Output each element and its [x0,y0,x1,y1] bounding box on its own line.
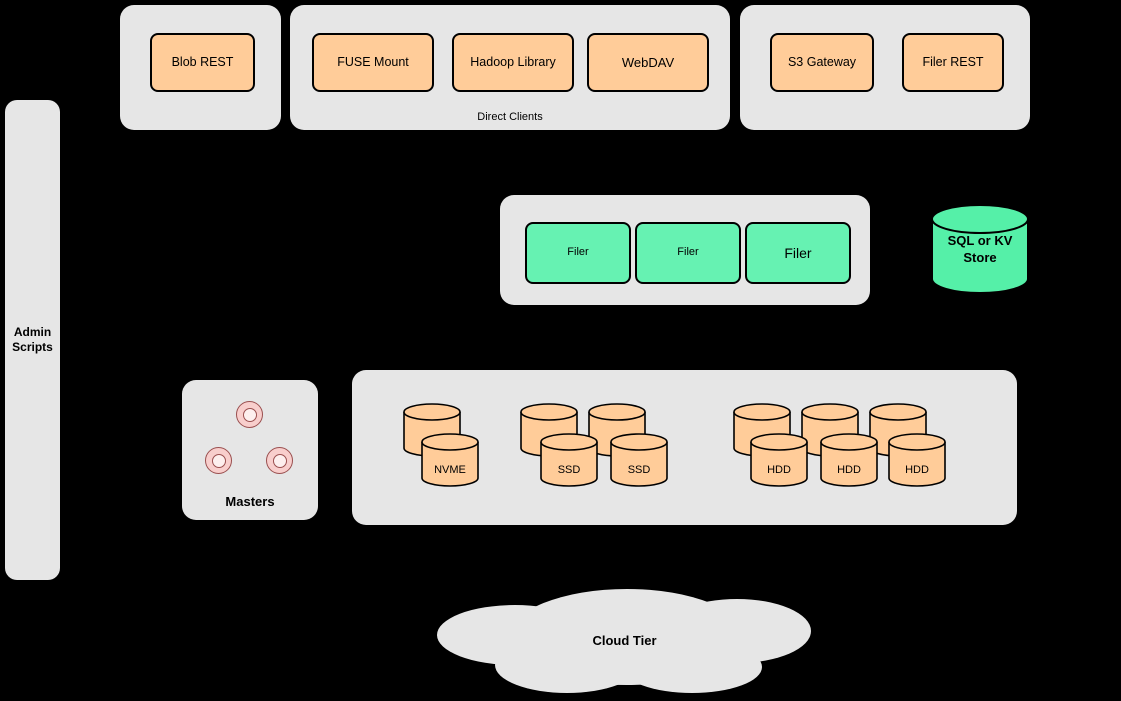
ssd-disk-cylinder: SSD [540,433,598,487]
blob-rest-box: Blob REST [150,33,255,92]
cylinder-shape [421,433,479,487]
database-cylinder-icon [931,204,1029,294]
hdd-disk-cylinder: HDD [750,433,808,487]
cylinder-shape [610,433,668,487]
direct-clients-label: Direct Clients [477,111,543,123]
webdav-box: WebDAV [587,33,709,92]
hadoop-library-box: Hadoop Library [452,33,574,92]
sql-kv-store-label: SQL or KV Store [947,233,1013,265]
volume-servers-panel: NVME SSD SSD HDD [352,370,1017,525]
cylinder-shape [750,433,808,487]
hdd-label: HDD [905,464,929,476]
cylinder-shape [888,433,946,487]
cylinder-shape [540,433,598,487]
nvme-disk-cylinder: NVME [421,433,479,487]
filer-tier-panel: Filer Filer Filer [500,195,870,305]
nvme-label: NVME [434,464,466,476]
master-node-icon [205,447,232,474]
filer-box: Filer [525,222,631,284]
hdd-disk-cylinder: HDD [888,433,946,487]
filer-box: Filer [635,222,741,284]
masters-label: Masters [225,494,275,509]
ssd-disk-cylinder: SSD [610,433,668,487]
ssd-label: SSD [557,464,581,476]
admin-scripts-label: Admin Scripts [12,325,53,354]
gateway-panel: S3 Gateway Filer REST [740,5,1030,130]
filer-box: Filer [745,222,851,284]
cylinder-shape [820,433,878,487]
sql-kv-store-cylinder: SQL or KV Store [930,203,1030,295]
ssd-label: SSD [627,464,651,476]
cylinder-shape [403,403,461,457]
hdd-disk-cylinder: HDD [820,433,878,487]
masters-panel: Masters [182,380,318,520]
cloud-tier-label: Cloud Tier [592,633,657,648]
admin-scripts-panel: Admin Scripts [5,100,60,580]
hdd-label: HDD [837,464,861,476]
master-node-icon [266,447,293,474]
s3-gateway-box: S3 Gateway [770,33,874,92]
master-node-icon [236,401,263,428]
fuse-mount-box: FUSE Mount [312,33,434,92]
cloud-tier: Cloud Tier [437,585,812,697]
direct-clients-panel: FUSE Mount Hadoop Library WebDAV Direct … [290,5,730,130]
hdd-label: HDD [767,464,791,476]
blob-client-panel: Blob REST [120,5,281,130]
filer-rest-box: Filer REST [902,33,1004,92]
disk-cylinder [403,403,461,457]
cloud-shape-icon [437,589,811,693]
